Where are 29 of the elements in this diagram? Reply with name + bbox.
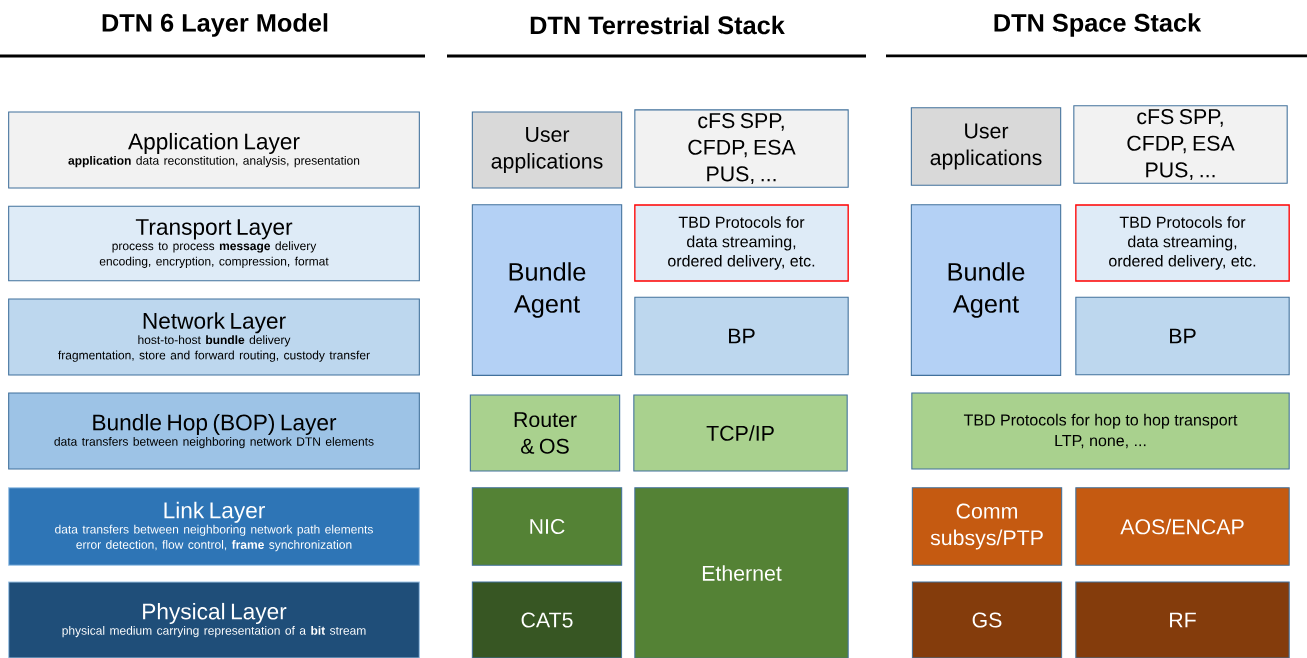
stack-box: TCP/IP [633, 394, 848, 472]
layer-box: Transport Layer process to process message delivery encoding, encryption, compression, format [8, 205, 420, 282]
stack-box: GS [911, 581, 1063, 658]
stack-box: Bundle Agent [471, 204, 623, 376]
stack-box: NIC [471, 487, 623, 566]
stack-box: Comm subsys/PTP [911, 487, 1063, 566]
stack-box: BP [634, 296, 849, 376]
stack-box: Ethernet [634, 487, 849, 658]
stack-box: TBD Protocols for data streaming, ordered delivery, etc. [634, 204, 849, 282]
column-heading: DTN Terrestrial Stack [530, 15, 785, 35]
stack-box: cFS SPP, CFDP, ESA PUS, ... [1073, 105, 1288, 184]
layer-box: Application Layer application data reconstitution, analysis, presentation [8, 111, 420, 189]
stack-box: TBD Protocols for hop to hop transport LTP, none, ... [911, 392, 1290, 470]
stack-box: AOS/ENCAP [1075, 487, 1290, 566]
column-heading: DTN 6 Layer Model [102, 13, 328, 37]
stack-box: Router & OS [469, 394, 621, 472]
stack-box: cFS SPP, CFDP, ESA PUS, ... [634, 109, 849, 188]
column-heading: DTN Space Stack [994, 13, 1202, 37]
stack-box: RF [1075, 581, 1290, 658]
stack-box: BP [1075, 296, 1290, 376]
stack-box: Bundle Agent [910, 204, 1062, 376]
stack-box: User applications [910, 107, 1062, 186]
stack-box: TBD Protocols for data streaming, ordered delivery, etc. [1075, 204, 1290, 282]
layer-box: Link Layer data transfers between neighboring network path elements error detection, flow control, frame synchronization [8, 487, 420, 566]
stack-box: CAT5 [471, 581, 623, 658]
layer-box: Network Layer host-to-host bundle delivery fragmentation, store and forward routing, custody transfer [8, 298, 420, 376]
stack-box: User applications [471, 111, 623, 189]
layer-box: Physical Layer physical medium carrying representation of a bit stream [8, 581, 420, 658]
layer-box: Bundle Hop (BOP) Layer data transfers between neighboring network DTN elements [8, 392, 420, 470]
